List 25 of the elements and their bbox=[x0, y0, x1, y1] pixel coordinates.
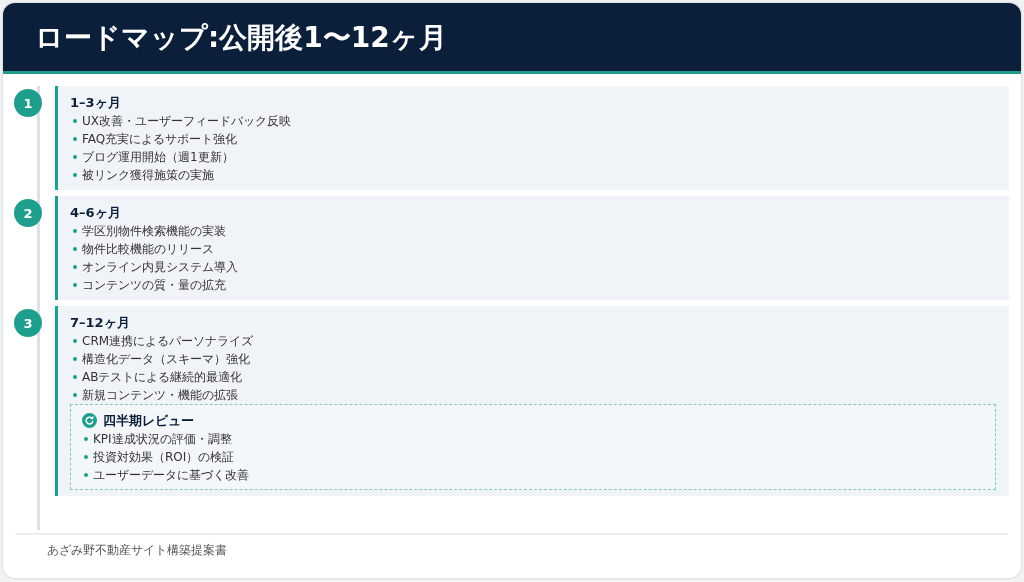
review-heading: 四半期レビュー bbox=[103, 412, 194, 430]
review-panel bbox=[70, 404, 996, 490]
list-item: FAQ充実によるサポート強化 bbox=[70, 130, 238, 148]
list-item: コンテンツの質・量の拡充 bbox=[70, 276, 226, 294]
phase-heading: 1–3ヶ月 bbox=[70, 94, 121, 112]
list-item: 被リンク獲得施策の実施 bbox=[70, 166, 214, 184]
list-item: 投資対効果（ROI）の検証 bbox=[81, 448, 235, 466]
list-item: CRM連携によるパーソナライズ bbox=[70, 332, 254, 350]
list-item: ユーザーデータに基づく改善 bbox=[81, 466, 249, 484]
footer-text: あざみ野不動産サイト構築提案書 bbox=[47, 542, 227, 559]
list-item: 物件比較機能のリリース bbox=[70, 240, 214, 258]
list-item: KPI達成状況の評価・調整 bbox=[81, 430, 232, 448]
list-item: オンライン内見システム導入 bbox=[70, 258, 238, 276]
phase-card bbox=[55, 306, 1009, 496]
list-item: UX改善・ユーザーフィードバック反映 bbox=[70, 112, 291, 130]
list-item: 構造化データ（スキーマ）強化 bbox=[70, 350, 250, 368]
phase-card bbox=[55, 86, 1009, 190]
list-item: ブログ運用開始（週1更新） bbox=[70, 148, 234, 166]
phase-heading: 7–12ヶ月 bbox=[70, 314, 130, 332]
phase-card bbox=[55, 196, 1009, 300]
list-item: ABテストによる継続的最適化 bbox=[70, 368, 243, 386]
title: ロードマップ:公開後1〜12ヶ月 bbox=[35, 20, 447, 56]
list-item: 学区別物件検索機能の実装 bbox=[70, 222, 226, 240]
list-item: 新規コンテンツ・機能の拡張 bbox=[70, 386, 238, 404]
phase-heading: 4–6ヶ月 bbox=[70, 204, 121, 222]
